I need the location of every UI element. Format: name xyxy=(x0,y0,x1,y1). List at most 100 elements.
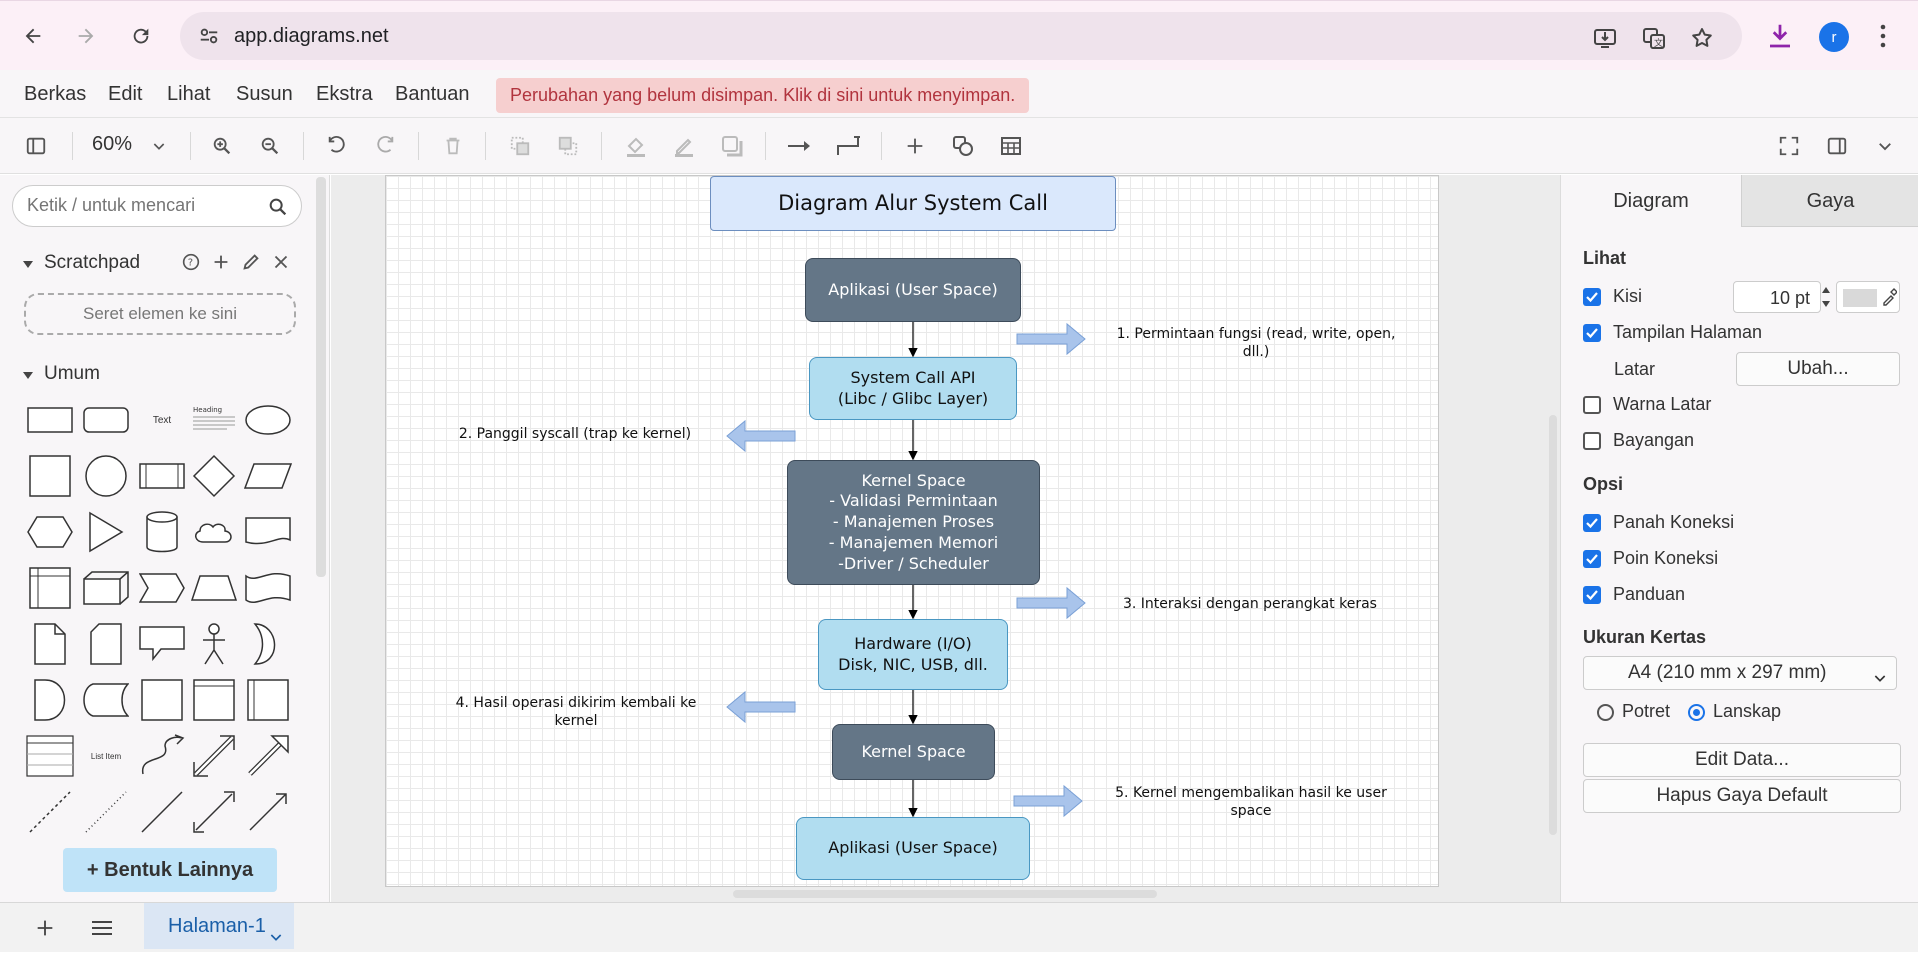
page-tab-label[interactable]: Halaman-1 xyxy=(168,915,266,937)
install-app-icon[interactable] xyxy=(1591,24,1619,52)
shape-search[interactable] xyxy=(12,185,302,227)
connection-arrow-icon[interactable] xyxy=(784,131,814,161)
node-app-user-space[interactable]: Aplikasi (User Space) xyxy=(805,258,1021,322)
waypoints-icon[interactable] xyxy=(833,131,863,161)
landscape-option[interactable]: Lanskap xyxy=(1688,701,1781,722)
shape-diamond[interactable] xyxy=(188,453,240,499)
page-tab-1[interactable]: Halaman-1 xyxy=(144,903,294,949)
paper-size-select[interactable]: A4 (210 mm x 297 mm) xyxy=(1583,656,1897,690)
connection-arrows-checkbox[interactable] xyxy=(1583,513,1601,532)
shape-dotted-line[interactable] xyxy=(80,789,132,835)
grid-size-value[interactable]: 10 pt xyxy=(1769,288,1810,308)
grid-option[interactable]: Kisi xyxy=(1583,286,1642,307)
shape-circle[interactable] xyxy=(80,453,132,499)
profile-avatar[interactable]: r xyxy=(1819,22,1849,52)
menu-bantuan[interactable]: Bantuan xyxy=(395,83,470,105)
connection-points-checkbox[interactable] xyxy=(1583,549,1601,568)
fullscreen-icon[interactable] xyxy=(1774,131,1804,161)
portrait-radio[interactable] xyxy=(1597,703,1614,721)
node-syscall-api[interactable]: System Call API (Libc / Glibc Layer) xyxy=(809,357,1017,420)
canvas-horizontal-scrollbar[interactable] xyxy=(733,890,1157,898)
zoom-in-icon[interactable] xyxy=(207,131,237,161)
undo-icon[interactable] xyxy=(322,131,352,161)
unsaved-changes-notice[interactable]: Perubahan yang belum disimpan. Klik di s… xyxy=(496,78,1030,113)
shape-parallelogram[interactable] xyxy=(242,453,294,499)
address-bar[interactable]: app.diagrams.net 文 xyxy=(180,12,1742,60)
shape-square[interactable] xyxy=(24,453,76,499)
shape-search-input[interactable] xyxy=(27,195,257,216)
note-step-5[interactable]: 5. Kernel mengembalikan hasil ke user sp… xyxy=(1115,785,1387,820)
format-panel-toggle-icon[interactable] xyxy=(1822,131,1852,161)
note-step-1[interactable]: 1. Permintaan fungsi (read, write, open,… xyxy=(1116,326,1396,361)
search-icon[interactable] xyxy=(267,196,289,223)
shape-curve[interactable] xyxy=(136,733,188,779)
shape-tape[interactable] xyxy=(242,565,294,611)
shapes-icon[interactable] xyxy=(948,131,978,161)
shape-cloud[interactable] xyxy=(188,509,240,555)
tab-diagram[interactable]: Diagram xyxy=(1561,175,1741,227)
to-back-icon[interactable] xyxy=(553,131,583,161)
connection-points-option[interactable]: Poin Koneksi xyxy=(1583,548,1718,569)
bookmark-star-icon[interactable] xyxy=(1688,24,1716,52)
tab-style[interactable]: Gaya xyxy=(1741,175,1918,227)
node-app-user-space-bottom[interactable]: Aplikasi (User Space) xyxy=(796,817,1030,880)
help-icon[interactable]: ? xyxy=(180,251,202,278)
shadow-option[interactable]: Bayangan xyxy=(1583,430,1694,451)
shape-container[interactable] xyxy=(188,677,240,723)
node-hardware[interactable]: Hardware (I/O) Disk, NIC, USB, dll. xyxy=(818,619,1008,690)
shape-square-2[interactable] xyxy=(136,677,188,723)
eyedropper-icon[interactable] xyxy=(1881,288,1898,311)
note-step-2[interactable]: 2. Panggil syscall (trap ke kernel) xyxy=(458,426,692,442)
shape-double-arrow-line[interactable] xyxy=(188,789,240,835)
translate-icon[interactable]: 文 xyxy=(1640,24,1668,52)
block-arrow-right[interactable] xyxy=(1016,322,1086,356)
menu-berkas[interactable]: Berkas xyxy=(24,83,87,105)
scratchpad-caret-icon[interactable] xyxy=(22,257,34,275)
url-text[interactable]: app.diagrams.net xyxy=(234,25,389,47)
change-background-button[interactable]: Ubah... xyxy=(1736,352,1900,386)
diagram-canvas[interactable]: Diagram Alur System Call Aplikasi (User … xyxy=(331,175,1560,902)
edit-data-button[interactable]: Edit Data... xyxy=(1583,743,1901,777)
scratchpad-title[interactable]: Scratchpad xyxy=(44,252,141,273)
line-color-icon[interactable] xyxy=(669,131,699,161)
table-icon[interactable] xyxy=(996,131,1026,161)
shape-note[interactable] xyxy=(24,621,76,667)
stepper-arrows-icon[interactable] xyxy=(1820,281,1832,318)
more-shapes-button[interactable]: + Bentuk Lainnya xyxy=(63,848,277,892)
shape-cube[interactable] xyxy=(80,565,132,611)
shape-ellipse[interactable] xyxy=(242,397,294,443)
shape-list-item[interactable]: List Item xyxy=(90,751,122,761)
menu-susun[interactable]: Susun xyxy=(236,83,293,105)
connection-arrows-option[interactable]: Panah Koneksi xyxy=(1583,512,1734,533)
shape-list[interactable] xyxy=(24,733,76,779)
back-button[interactable] xyxy=(15,18,51,54)
shape-step[interactable] xyxy=(136,565,188,611)
shape-text[interactable]: Text xyxy=(152,414,172,426)
add-page-icon[interactable] xyxy=(34,917,56,944)
shape-rounded-rectangle[interactable] xyxy=(80,397,132,443)
zoom-out-icon[interactable] xyxy=(255,131,285,161)
landscape-radio[interactable] xyxy=(1688,703,1705,721)
block-arrow-right[interactable] xyxy=(1016,586,1086,620)
shape-vertical-container[interactable] xyxy=(242,677,294,723)
browser-menu-icon[interactable] xyxy=(1878,23,1888,54)
block-arrow-left[interactable] xyxy=(726,419,796,453)
shape-or[interactable] xyxy=(242,621,294,667)
grid-color-picker[interactable] xyxy=(1836,281,1900,313)
zoom-dropdown-chevron-icon[interactable] xyxy=(144,131,174,161)
redo-icon[interactable] xyxy=(370,131,400,161)
close-icon[interactable] xyxy=(270,251,292,278)
shape-callout[interactable] xyxy=(136,621,188,667)
shape-line[interactable] xyxy=(136,789,188,835)
node-kernel-return[interactable]: Kernel Space xyxy=(832,724,995,780)
shape-bidirectional-arrow[interactable] xyxy=(188,733,240,779)
shape-triangle[interactable] xyxy=(80,509,132,555)
sidebar-scrollbar[interactable] xyxy=(316,177,326,577)
page-tab-chevron-icon[interactable] xyxy=(268,916,284,962)
to-front-icon[interactable] xyxy=(505,131,535,161)
shadow-checkbox[interactable] xyxy=(1583,431,1601,450)
shape-dashed-line[interactable] xyxy=(24,789,76,835)
block-arrow-left[interactable] xyxy=(726,690,796,724)
page-view-option[interactable]: Tampilan Halaman xyxy=(1583,322,1762,343)
portrait-option[interactable]: Potret xyxy=(1597,701,1670,722)
